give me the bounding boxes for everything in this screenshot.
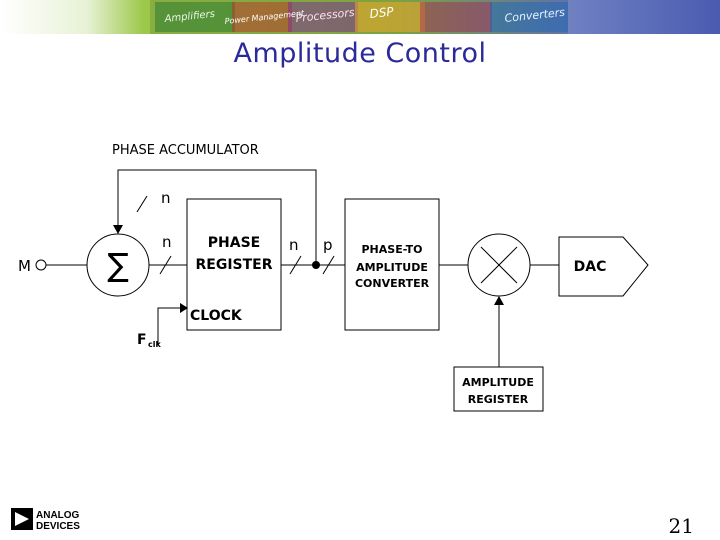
input-m-label: M <box>18 257 31 275</box>
feedback-arrowhead <box>113 225 123 234</box>
clock-line <box>157 307 180 345</box>
output-width-label: n <box>289 236 299 254</box>
amplitude-register-label: REGISTER <box>468 393 529 406</box>
junction-dot <box>312 261 320 269</box>
page-number: 21 <box>668 514 694 538</box>
logo-text: DEVICES <box>36 521 80 532</box>
clock-arrowhead <box>180 303 188 313</box>
dac-label: DAC <box>574 259 607 275</box>
page-title: Amplitude Control <box>233 38 487 69</box>
amplitude-register-label: AMPLITUDE <box>462 376 534 389</box>
m-input-terminal <box>35 259 47 271</box>
converter-label: CONVERTER <box>355 277 430 290</box>
phase-register-label: REGISTER <box>195 257 272 273</box>
fclk-label: F <box>137 332 147 348</box>
phase-register-label: PHASE <box>208 235 260 251</box>
dac-block <box>558 236 649 297</box>
converter-label: PHASE-TO <box>361 243 422 256</box>
fclk-subscript: clk <box>148 340 161 349</box>
bus-width-slash <box>159 255 172 275</box>
feedback-loop-line <box>117 169 317 265</box>
bus-width-slash <box>322 255 335 275</box>
banner-word: DSP <box>369 4 395 21</box>
truncated-width-label: p <box>323 236 333 254</box>
banner-word: Converters <box>504 6 566 25</box>
multiplier-cross <box>480 246 518 284</box>
bus-width-slash <box>289 255 302 275</box>
analog-devices-logo: ANALOG DEVICES <box>11 508 80 532</box>
header-banner: Amplifiers Power Management Processors D… <box>0 0 720 34</box>
amplitude-register-box <box>453 366 544 412</box>
logo-text: ANALOG <box>36 510 80 521</box>
bus-width-slash <box>136 195 148 213</box>
clock-label: CLOCK <box>190 308 243 324</box>
summer-symbol: ∑ <box>107 246 129 284</box>
input-width-label: n <box>162 233 172 251</box>
converter-label: AMPLITUDE <box>356 261 428 274</box>
amplitude-arrowhead <box>494 296 504 305</box>
banner-word: Processors <box>295 6 355 25</box>
banner-word: Amplifiers <box>163 9 215 25</box>
phase-accumulator-label: PHASE ACCUMULATOR <box>112 143 259 158</box>
feedback-width-label: n <box>161 189 171 207</box>
